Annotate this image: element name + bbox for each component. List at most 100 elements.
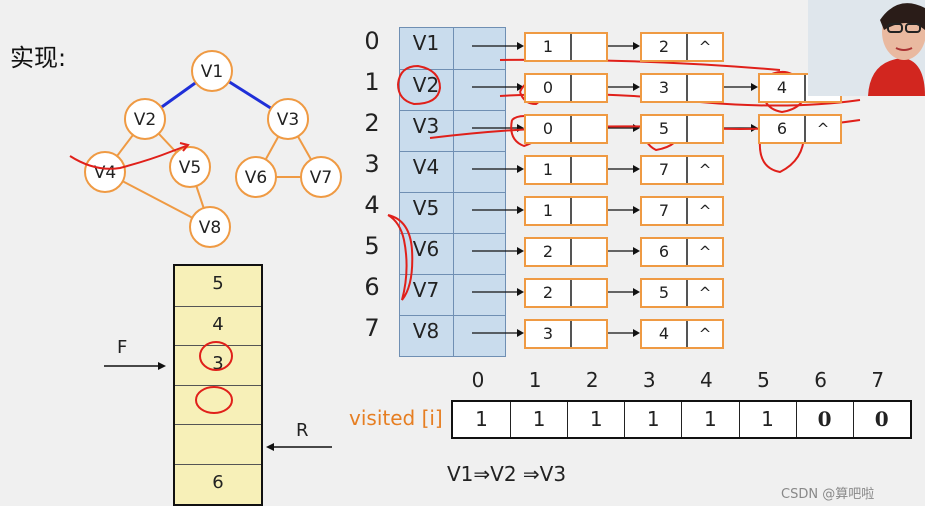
- list-arrow-head: [633, 247, 640, 255]
- adjacency-node-divider: [570, 157, 572, 183]
- graph-node-V3: [267, 98, 309, 140]
- vertex-first-pointer: [453, 28, 505, 69]
- list-arrow-head: [633, 288, 640, 296]
- queue-front-label: F: [117, 337, 128, 358]
- adjacency-node-value: 2: [658, 37, 670, 56]
- list-arrow-head: [633, 206, 640, 214]
- adjacency-node-value: 4: [776, 78, 788, 97]
- visited-index: 6: [814, 368, 827, 392]
- adjacency-node-value: 7: [658, 160, 670, 179]
- queue-cell: 3: [175, 345, 261, 384]
- list-arrow-head: [517, 83, 524, 91]
- traversal-sequence: V1⇒V2 ⇒V3: [447, 462, 567, 486]
- visited-index: 1: [528, 368, 542, 392]
- adjacency-node-divider: [804, 116, 806, 142]
- adjacency-node-next: [572, 34, 606, 60]
- list-arrow-head: [633, 329, 640, 337]
- adjacency-node-next: ^: [698, 38, 712, 56]
- adjacency-node: 2^: [640, 32, 724, 62]
- visited-cell: 1: [738, 402, 796, 437]
- graph-node-label: V5: [179, 158, 201, 178]
- vertex-first-pointer: [453, 316, 505, 357]
- adjacency-node-divider: [570, 239, 572, 265]
- adjacency-node-next: [688, 116, 722, 142]
- visited-cell: 1: [624, 402, 681, 437]
- vertex-name: V7: [412, 278, 440, 302]
- adjacency-node-next: [572, 116, 606, 142]
- adjacency-node-next: ^: [816, 120, 830, 138]
- graph-node-label: V3: [277, 110, 299, 130]
- vertex-name: V2: [412, 73, 440, 97]
- list-arrow-head: [517, 165, 524, 173]
- adjacency-node: 3: [640, 73, 724, 103]
- adjacency-node-divider: [570, 34, 572, 60]
- adjacency-node-value: 2: [542, 242, 554, 261]
- row-index: 6: [364, 273, 380, 301]
- vertex-name: V3: [412, 114, 440, 138]
- graph-node-label: V6: [245, 168, 267, 188]
- vertex-row: V8: [400, 315, 505, 357]
- graph-node-V8: [189, 206, 231, 248]
- vertex-row: V2: [400, 69, 505, 111]
- adjacency-node-divider: [686, 34, 688, 60]
- adjacency-node-next: [572, 321, 606, 347]
- adjacency-node: 1: [524, 196, 608, 226]
- adjacency-node-value: 0: [542, 78, 554, 97]
- adjacency-node-divider: [570, 280, 572, 306]
- vertex-row: V1: [400, 28, 505, 69]
- adjacency-node: 4^: [640, 319, 724, 349]
- adjacency-node-value: 1: [542, 37, 554, 56]
- adjacency-node-value: 3: [542, 324, 554, 343]
- adjacency-node-value: 1: [542, 160, 554, 179]
- list-arrow-head: [517, 124, 524, 132]
- adjacency-node-next: [572, 198, 606, 224]
- adjacency-node-divider: [686, 239, 688, 265]
- adjacency-node-divider: [686, 280, 688, 306]
- adjacency-node-next: ^: [698, 325, 712, 343]
- queue-cell: [175, 384, 261, 424]
- list-arrow-head: [517, 42, 524, 50]
- adjacency-node-next: ^: [698, 284, 712, 302]
- queue-cell: 6: [175, 463, 261, 503]
- list-arrow-head: [633, 83, 640, 91]
- vertex-first-pointer: [453, 193, 505, 234]
- watermark: CSDN @算吧啦: [781, 487, 875, 502]
- graph-node-label: V7: [310, 168, 332, 188]
- visited-index: 5: [757, 368, 770, 392]
- graph-node-V7: [300, 156, 342, 198]
- adjacency-node: 6^: [640, 237, 724, 267]
- adjacency-node-value: 3: [658, 78, 670, 97]
- list-arrow-head: [633, 124, 640, 132]
- adjacency-node-divider: [686, 157, 688, 183]
- visited-cell: 1: [681, 402, 738, 437]
- vertex-first-pointer: [453, 275, 505, 316]
- list-arrow-head: [517, 329, 524, 337]
- graph-node-V4: [84, 151, 126, 193]
- vertex-first-pointer: [453, 111, 505, 152]
- graph-node-label: V8: [199, 218, 221, 238]
- vertex-row: V4: [400, 151, 505, 193]
- adjacency-node: 7^: [640, 196, 724, 226]
- row-index: 5: [364, 232, 380, 260]
- adjacency-node-value: 4: [658, 324, 670, 343]
- vertex-name: V1: [412, 31, 440, 55]
- list-arrow-head: [517, 247, 524, 255]
- adjacency-node-next: ^: [698, 243, 712, 261]
- vertex-row: V5: [400, 192, 505, 234]
- row-index: 3: [364, 150, 380, 178]
- vertex-name: V4: [412, 155, 440, 179]
- adjacency-node-value: 1: [542, 201, 554, 220]
- adjacency-node-divider: [686, 75, 688, 101]
- graph-node-V1: [191, 50, 233, 92]
- annotation-scribble: [69, 145, 187, 170]
- row-index: 1: [364, 68, 380, 96]
- adjacency-node-divider: [570, 75, 572, 101]
- adjacency-node-value: 6: [776, 119, 788, 138]
- row-index: 2: [364, 109, 380, 137]
- adjacency-node-divider: [686, 321, 688, 347]
- queue-cell: [175, 424, 261, 463]
- vertex-row: V7: [400, 274, 505, 316]
